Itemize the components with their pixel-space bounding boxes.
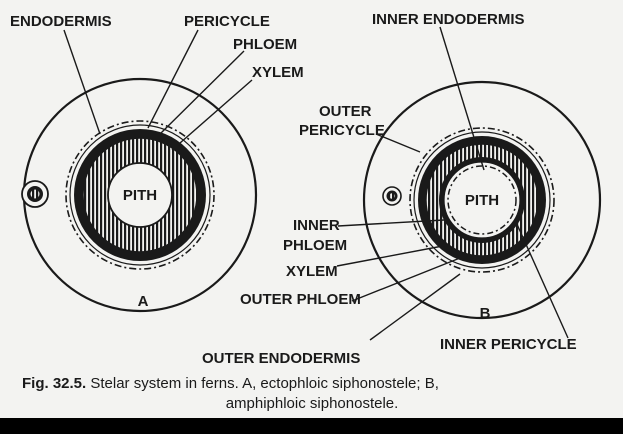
outer-pericycle-label-line2: PERICYCLE	[299, 122, 385, 139]
inner-phloem-label-line1: INNER	[293, 217, 340, 234]
inner-pericycle-label: INNER PERICYCLE	[440, 336, 577, 353]
xylem-b-label: XYLEM	[286, 263, 338, 280]
pith-b-label: PITH	[465, 192, 499, 209]
figure-caption-line1: Fig. 32.5. Stelar system in ferns. A, ec…	[22, 375, 439, 392]
figure-caption-line2: amphiphloic siphonostele.	[226, 395, 399, 412]
outer-pericycle-label-line1: OUTER	[319, 103, 372, 120]
pericycle-label: PERICYCLE	[184, 13, 270, 30]
inner-phloem-label-line2: PHLOEM	[283, 237, 347, 254]
figure-number: Fig. 32.5.	[22, 375, 86, 392]
bottom-frame	[0, 418, 623, 434]
leaf-trace-b	[383, 187, 401, 205]
inner-endodermis-label: INNER ENDODERMIS	[372, 11, 525, 28]
phloem-label: PHLOEM	[233, 36, 297, 53]
xylem-a-label: XYLEM	[252, 64, 304, 81]
letter-a: A	[138, 293, 149, 310]
letter-b: B	[480, 305, 491, 322]
leaf-trace-a	[22, 181, 48, 207]
outer-phloem-label: OUTER PHLOEM	[240, 291, 361, 308]
outer-endodermis-label: OUTER ENDODERMIS	[202, 350, 360, 367]
diagram-a: PITH A	[22, 79, 256, 311]
endodermis-label: ENDODERMIS	[10, 13, 112, 30]
pith-a-label: PITH	[123, 187, 157, 204]
caption-text-1: Stelar system in ferns. A, ectophloic si…	[86, 375, 439, 392]
